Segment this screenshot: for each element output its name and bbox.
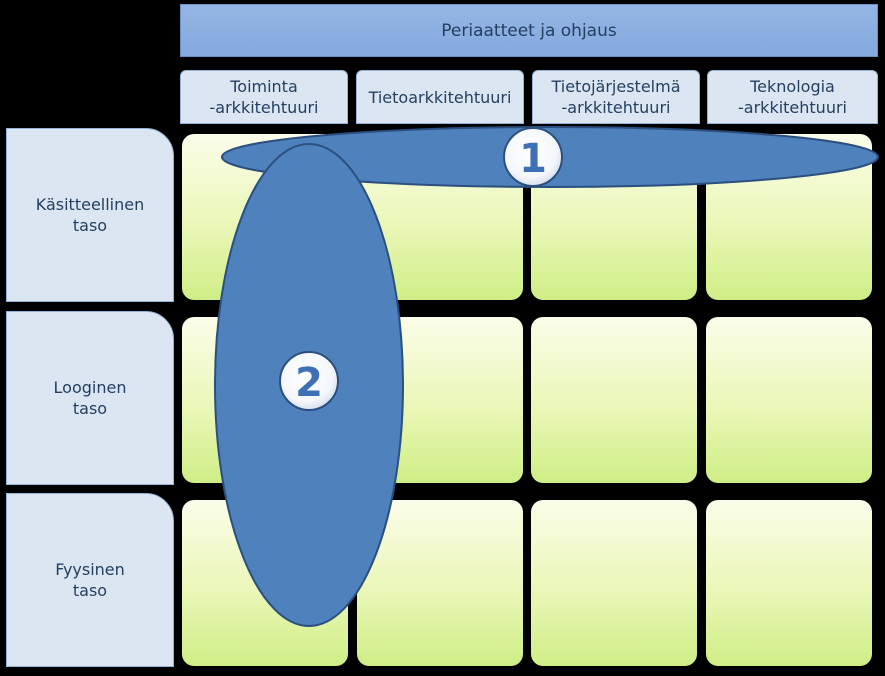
marker-1-label: 1	[519, 136, 547, 182]
grid-cell	[706, 500, 872, 666]
grid-cell	[531, 317, 697, 483]
marker-2-badge: 2	[279, 351, 339, 411]
row-label-line1: Käsitteellinen	[35, 195, 145, 214]
grid-cell	[706, 317, 872, 483]
column-label-line2: -arkkitehtuuri	[738, 98, 847, 117]
row-header-logical: Looginen taso	[6, 311, 174, 485]
principles-header: Periaatteet ja ohjaus	[180, 4, 878, 57]
principles-header-label: Periaatteet ja ohjaus	[441, 20, 617, 41]
column-label-line1: Teknologia	[750, 77, 835, 96]
row-label-line1: Fyysinen	[55, 560, 125, 579]
column-label-line1: Tietojärjestelmä	[551, 77, 681, 96]
column-header-technology: Teknologia -arkkitehtuuri	[707, 70, 878, 124]
column-label-line2: -arkkitehtuuri	[561, 98, 671, 117]
column-label-line2: -arkkitehtuuri	[209, 98, 319, 117]
column-label-line1: Toiminta	[230, 77, 298, 96]
row-label-line2: taso	[72, 216, 108, 235]
column-header-systems: Tietojärjestelmä -arkkitehtuuri	[532, 70, 700, 124]
row-header-conceptual: Käsitteellinen taso	[6, 128, 174, 302]
marker-1-badge: 1	[503, 127, 563, 187]
column-label-line1: Tietoarkkitehtuuri	[368, 87, 512, 107]
row-label-line2: taso	[72, 399, 108, 418]
grid-cell	[531, 500, 697, 666]
row-header-physical: Fyysinen taso	[6, 493, 174, 667]
row-label-line1: Looginen	[53, 378, 127, 397]
marker-2-label: 2	[295, 360, 323, 406]
column-header-business: Toiminta -arkkitehtuuri	[180, 70, 348, 124]
row-label-line2: taso	[72, 581, 108, 600]
column-header-information: Tietoarkkitehtuuri	[356, 70, 524, 124]
